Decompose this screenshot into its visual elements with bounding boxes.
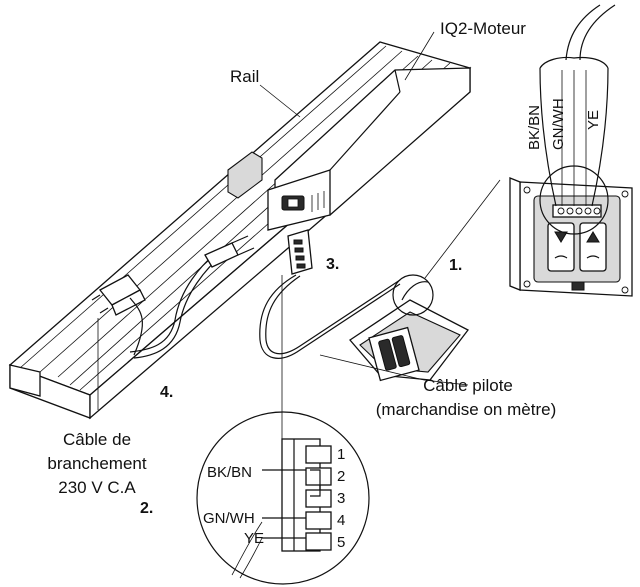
wall-switch — [349, 274, 469, 382]
pin-5: 5 — [337, 534, 345, 551]
pin-4: 4 — [337, 512, 345, 529]
pin-1: 1 — [337, 446, 345, 463]
wire-label-bk-bn: BK/BN — [526, 105, 543, 150]
switch-button-right — [579, 222, 607, 272]
wire-label-ye: YE — [585, 110, 602, 130]
detail-circle-switch — [392, 274, 434, 316]
label-rail: Rail — [230, 67, 259, 86]
callout-rail — [259, 84, 301, 118]
label-motor: IQ2-Moteur — [440, 19, 526, 38]
pilot-connector — [259, 229, 401, 480]
connector-wire-label-bk-bn: BK/BN — [207, 464, 252, 481]
wire-label-gn-wh: GN/WH — [550, 98, 567, 150]
label-step-1: 1. — [449, 257, 462, 274]
connector-wire-label-gn-wh: GN/WH — [203, 510, 255, 527]
label-power-cable-1: Câble de — [63, 430, 131, 449]
pointer-line — [424, 179, 501, 279]
switch-button-left — [547, 222, 575, 272]
callout-pilot-cable — [423, 379, 469, 386]
label-pilot-cable-1: Câble pilote — [423, 376, 513, 395]
label-power-cable-3: 230 V C.A — [58, 478, 136, 497]
label-step-4: 4. — [160, 384, 173, 401]
label-step-2: 2. — [140, 500, 153, 517]
connector-detail — [196, 411, 370, 585]
label-pilot-cable-2: (marchandise on mètre) — [376, 400, 556, 419]
label-power-cable-2: branchement — [47, 454, 147, 473]
motor-housing — [227, 67, 471, 231]
power-cable — [91, 235, 255, 359]
connector-wire-label-ye: YE — [244, 530, 264, 547]
switch-module — [509, 165, 633, 297]
motor-cable — [539, 4, 616, 207]
pin-2: 2 — [337, 468, 345, 485]
pin-3: 3 — [337, 490, 345, 507]
callout-motor — [404, 31, 435, 81]
label-step-3: 3. — [326, 256, 339, 273]
